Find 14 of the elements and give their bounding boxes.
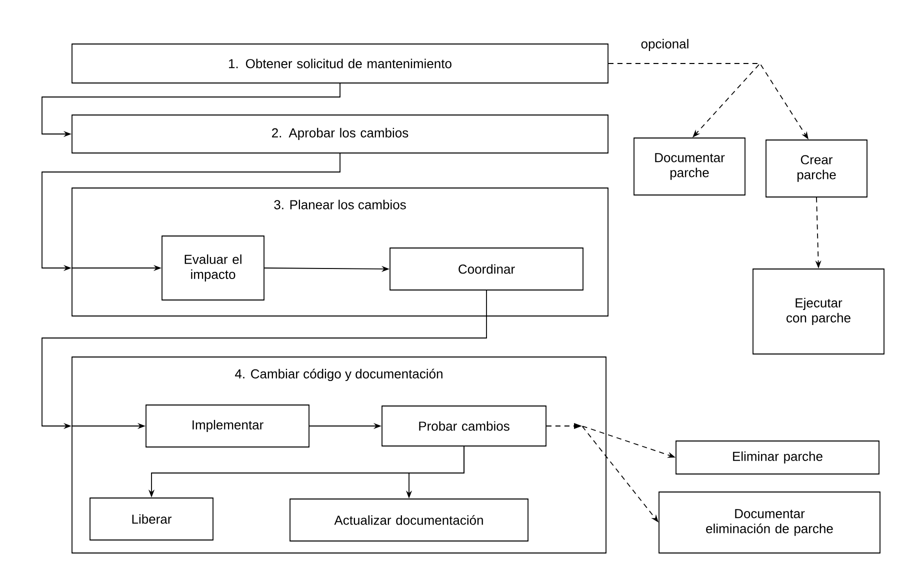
process-box: Documentar parche [634, 138, 746, 196]
note-text: opcional [641, 38, 688, 52]
process-box: Liberar [90, 498, 214, 540]
process-box: 1. Obtener solicitud de mantenimiento [72, 44, 608, 84]
process-box: Probar cambios [382, 406, 546, 446]
process-box: Implementar [146, 404, 310, 448]
process-box: 2. Aprobar los cambios [72, 114, 608, 154]
process-box: Crear parche [766, 140, 868, 198]
process-box: Evaluar el impacto [162, 236, 264, 300]
process-box: Eliminar parche [676, 440, 880, 474]
process-box: Actualizar documentación [290, 498, 528, 542]
process-box: Coordinar [390, 248, 584, 290]
process-box: Ejecutar con parche [752, 268, 884, 354]
process-box: Documentar eliminación de parche [658, 492, 880, 554]
